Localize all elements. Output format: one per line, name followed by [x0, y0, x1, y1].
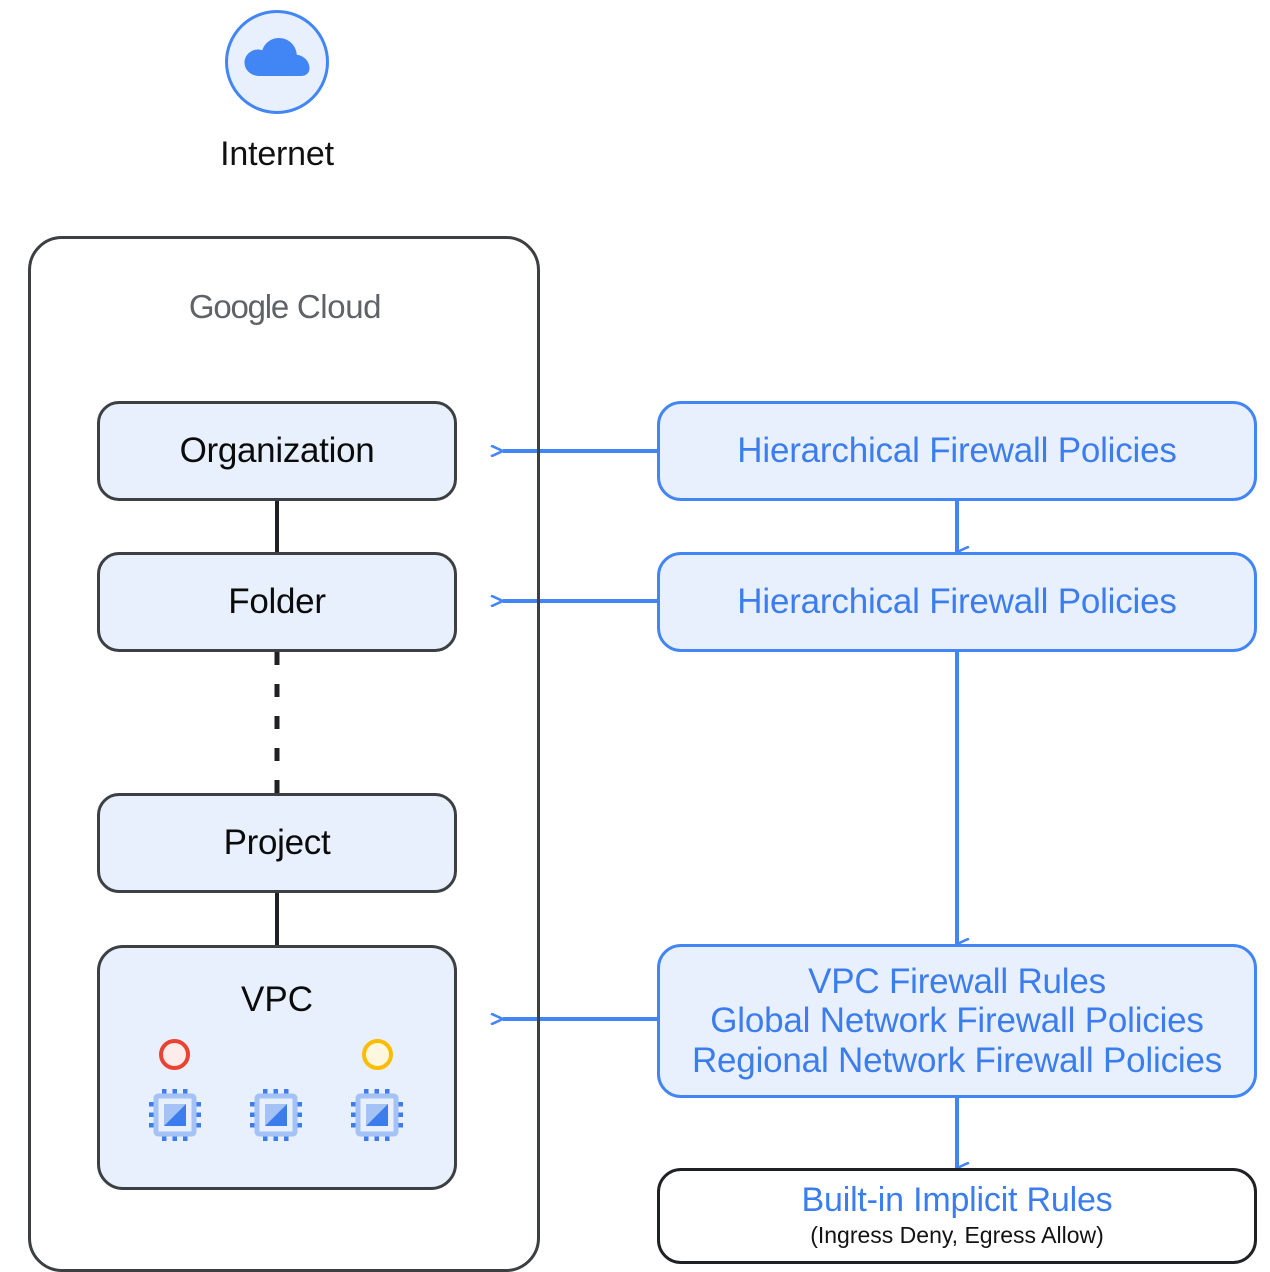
vpc-label: VPC — [241, 980, 313, 1019]
status-dot-red-icon — [159, 1039, 190, 1070]
policy-line: Hierarchical Firewall Policies — [737, 582, 1177, 622]
implicit-rules-title: Built-in Implicit Rules — [801, 1180, 1113, 1219]
chip-icon-vm-3 — [351, 1089, 403, 1141]
google-cloud-logo: Google Cloud — [60, 288, 510, 326]
hierarchy-box-folder[interactable]: Folder — [97, 552, 457, 652]
vpc-box[interactable]: VPC — [97, 945, 457, 1190]
hierarchy-label-organization: Organization — [179, 431, 375, 470]
policy-box-vpc-rules[interactable]: VPC Firewall Rules Global Network Firewa… — [657, 944, 1257, 1098]
internet-label: Internet — [220, 135, 334, 173]
hierarchy-box-organization[interactable]: Organization — [97, 401, 457, 501]
internet-node — [225, 10, 329, 114]
policy-line: Hierarchical Firewall Policies — [737, 431, 1177, 471]
hierarchy-label-folder: Folder — [228, 582, 326, 621]
policy-line: VPC Firewall Rules — [808, 962, 1106, 1002]
cloud-icon — [244, 38, 310, 76]
policy-box-implicit-rules[interactable]: Built-in Implicit Rules (Ingress Deny, E… — [657, 1168, 1257, 1264]
implicit-rules-subtitle: (Ingress Deny, Egress Allow) — [810, 1222, 1104, 1249]
status-dot-yellow-icon — [362, 1039, 393, 1070]
policy-box-hierarchical-org[interactable]: Hierarchical Firewall Policies — [657, 401, 1257, 501]
google-cloud-container — [28, 236, 540, 1272]
google-cloud-logo-brand: Google — [188, 288, 289, 325]
policy-line: Global Network Firewall Policies — [710, 1001, 1204, 1041]
policy-box-hierarchical-folder[interactable]: Hierarchical Firewall Policies — [657, 552, 1257, 652]
hierarchy-label-project: Project — [223, 823, 331, 862]
chip-icon-vm-1 — [149, 1089, 201, 1141]
chip-icon-vm-2 — [250, 1089, 302, 1141]
hierarchy-box-project[interactable]: Project — [97, 793, 457, 893]
google-cloud-logo-suffix: Cloud — [296, 288, 382, 325]
policy-line: Regional Network Firewall Policies — [691, 1040, 1223, 1080]
